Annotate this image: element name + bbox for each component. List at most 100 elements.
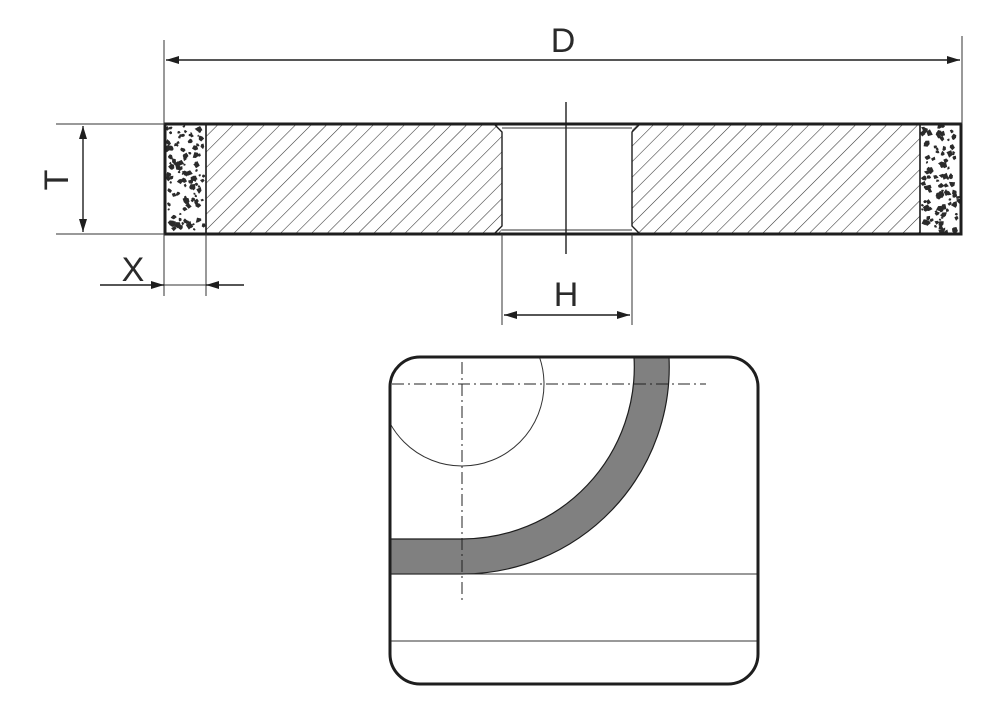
abrasive-grain (926, 129, 933, 137)
abrasive-grain (938, 184, 942, 188)
abrasive-grain (922, 176, 926, 180)
abrasive-grain (926, 215, 931, 221)
abrasive-grain (166, 139, 171, 146)
abrasive-grain (943, 189, 949, 196)
abrasive-grain (178, 166, 183, 171)
abrasive-grain (943, 229, 948, 234)
abrasive-grain (178, 217, 182, 222)
abrasive-grain (936, 179, 940, 182)
abrasive-grain (920, 208, 924, 211)
abrasive-grain (195, 199, 199, 203)
abrasive-grain (935, 147, 939, 151)
abrasive-grain (933, 145, 938, 149)
abrasive-grain (169, 175, 174, 180)
abrasive-grain (168, 145, 174, 150)
abrasive-grain (926, 199, 932, 205)
abrasive-grain (942, 145, 946, 151)
abrasive-grain (931, 156, 936, 161)
abrasive-grain (176, 179, 183, 185)
abrasive-grain (181, 173, 184, 175)
abrasive-grain (185, 222, 192, 230)
abrasive-grain (194, 201, 199, 207)
abrasive-grain (948, 198, 952, 201)
abrasive-grain (170, 221, 176, 227)
abrasive-grain (951, 133, 957, 140)
abrasive-grain (177, 170, 181, 174)
abrasive-grain (193, 163, 199, 167)
abrasive-grain (935, 191, 942, 199)
abrasive-grain (168, 154, 173, 160)
abrasive-grain (951, 201, 957, 208)
abrasive-grain (956, 196, 960, 199)
abrasive-grain (187, 138, 193, 144)
abrasive-grain (948, 174, 953, 180)
abrasive-grain (193, 228, 196, 231)
abrasive-grain (927, 167, 934, 175)
abrasive-grain (183, 163, 186, 166)
dimension-d-label: D (551, 22, 576, 60)
abrasive-grain (927, 188, 933, 193)
abrasive-grain (168, 126, 172, 130)
abrasive-grain (189, 184, 196, 191)
abrasive-grain (167, 148, 169, 151)
abrasive-grain (169, 181, 172, 184)
abrasive-grain (178, 225, 183, 230)
abrasive-grain (188, 151, 192, 155)
abrasive-grain (943, 183, 949, 188)
abrasive-grain (183, 183, 187, 188)
abrasive-grain (954, 212, 958, 216)
abrasive-grain (167, 202, 170, 205)
abrasive-grain (954, 215, 959, 221)
abrasive-grain (939, 131, 942, 134)
abrasive-grain (200, 198, 205, 202)
abrasive-grain (181, 221, 185, 226)
abrasive-grain (196, 187, 202, 194)
abrasive-grain (952, 189, 957, 196)
abrasive-grain (952, 151, 956, 155)
abrasive-grain (923, 200, 927, 203)
abrasive-grain (936, 205, 942, 211)
dimension-h: H (501, 234, 633, 325)
dimension-t-label: T (38, 170, 76, 191)
abrasive-grain (939, 213, 944, 217)
abrasive-grain (183, 152, 189, 159)
abrasive-grain (180, 147, 186, 153)
abrasive-grain (920, 181, 926, 186)
abrasive-grain (921, 203, 924, 207)
abrasive-grain (194, 182, 199, 186)
abrasive-grain (197, 185, 201, 188)
abrasive-grain (183, 130, 188, 134)
dimension-x-label: X (122, 251, 145, 289)
abrasive-grain (167, 145, 171, 149)
abrasive-grain (925, 156, 928, 160)
dimension-h-label: H (554, 276, 579, 314)
abrasive-grain (166, 171, 172, 178)
detail-frame (388, 355, 760, 686)
abrasive-grain (198, 135, 205, 142)
abrasive-grain (169, 161, 172, 165)
abrasive-grain (201, 223, 206, 228)
abrasive-grain (935, 150, 940, 154)
abrasive-grain (200, 178, 205, 183)
abrasive-grain (191, 223, 195, 226)
abrasive-grain (182, 125, 186, 128)
abrasive-grain (188, 179, 194, 184)
abrasive-grain (921, 219, 928, 226)
dimension-d: D (163, 22, 963, 124)
abrasive-grain (171, 226, 177, 232)
abrasive-grain (946, 177, 949, 180)
abrasive-grain (945, 208, 949, 212)
abrasive-grain (942, 162, 948, 169)
abrasive-layer-right (919, 123, 962, 235)
abrasive-grain (192, 152, 199, 158)
abrasive-grain (949, 181, 956, 188)
abrasive-grain (947, 191, 950, 195)
abrasive-grain (197, 153, 201, 157)
abrasive-grain (184, 195, 187, 200)
abrasive-grain (172, 158, 176, 165)
abrasive-grain (934, 210, 938, 214)
abrasive-grain (171, 192, 177, 197)
abrasive-grain (174, 143, 178, 147)
abrasive-grain (175, 143, 179, 147)
